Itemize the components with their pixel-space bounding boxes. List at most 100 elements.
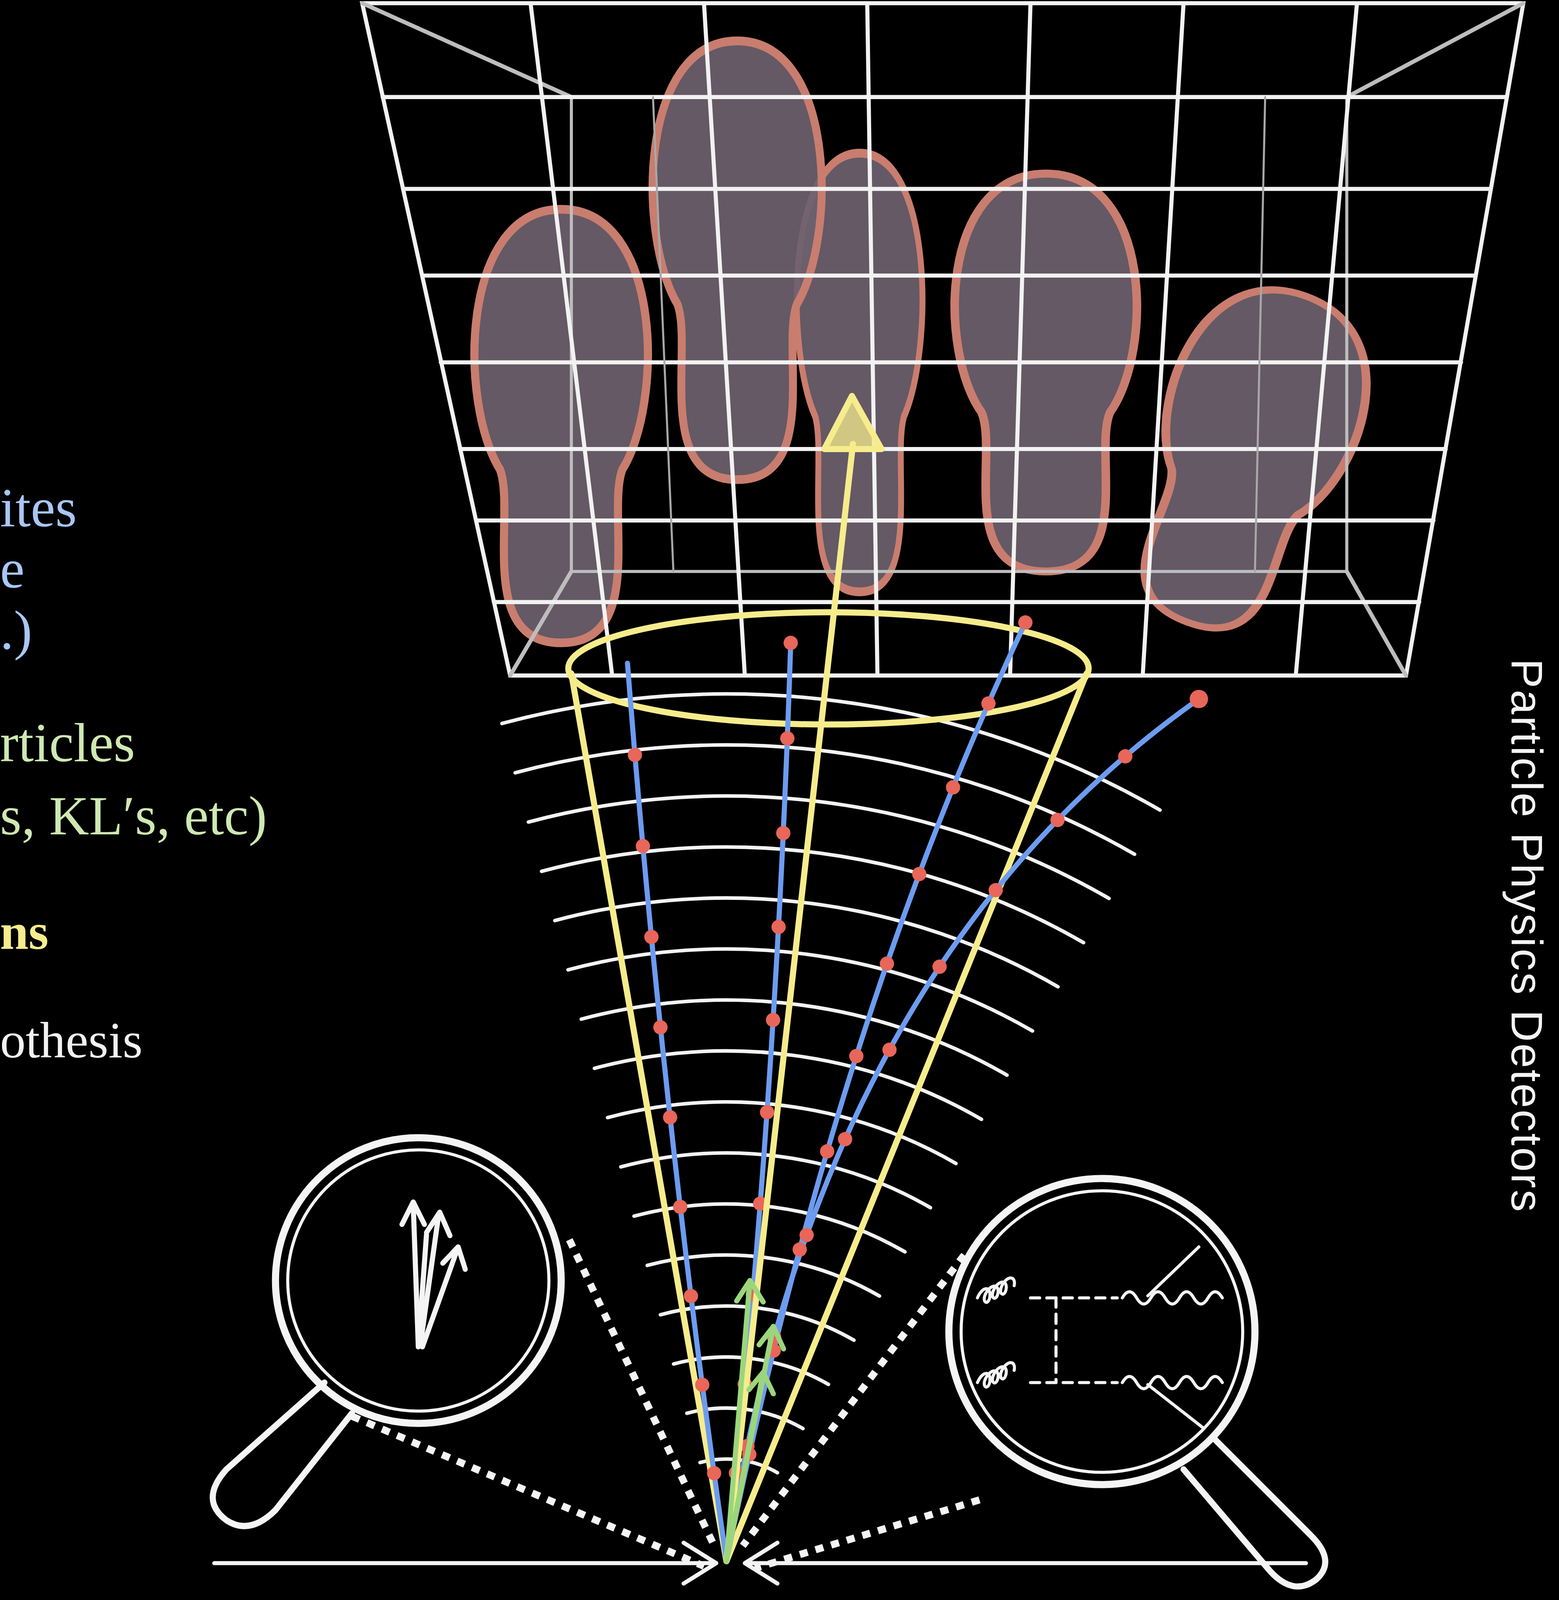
left-magnifier-part <box>212 1382 353 1526</box>
partial-label: ns <box>0 902 49 962</box>
track-hits-part <box>683 1288 699 1304</box>
beam-arrows <box>214 1542 1307 1584</box>
calorimeter-grid-part <box>1346 3 1524 98</box>
calorimeter-grid <box>362 3 1524 676</box>
left-magnifier-part <box>401 1202 466 1347</box>
calorimeter-grid-part <box>704 3 745 676</box>
partial-label: .) <box>0 598 33 662</box>
right-magnifier-part-part <box>1030 1380 1118 1385</box>
right-magnifier-part-part <box>977 1362 1015 1388</box>
calorimeter-grid-part <box>510 571 572 676</box>
right-magnifier-part-part <box>1054 1297 1058 1383</box>
track-hits-part <box>775 826 791 841</box>
calorimeter-grid-part <box>530 3 613 676</box>
track-hits-part <box>673 1199 688 1214</box>
calorimeter-deposits-part <box>652 41 822 480</box>
right-magnifier-part <box>948 1178 1255 1485</box>
parton-arrows-part <box>736 1280 763 1302</box>
partial-label: e <box>0 537 25 601</box>
label-holder: rticles <box>0 710 136 775</box>
tracker-layers-part <box>541 847 1084 943</box>
track-hits-part <box>820 1144 835 1159</box>
track-hits-part <box>1050 813 1065 828</box>
tracker-layers-part <box>594 1051 982 1120</box>
label-holder: ns <box>0 902 49 962</box>
calorimeter-grid-part <box>382 95 1507 100</box>
right-magnifier-part-part <box>1122 1291 1223 1304</box>
calorimeter-grid-part <box>362 3 1524 676</box>
calorimeter-grid-part <box>571 97 1347 572</box>
track-hits-part <box>653 1020 668 1035</box>
parton-arrows-part <box>726 1326 774 1561</box>
track-hits-part <box>780 731 795 746</box>
track-hits-part <box>644 929 659 945</box>
parton-arrows-part <box>726 1372 764 1561</box>
jet-axis-arrow-part <box>726 443 853 1561</box>
zoom-lines-part <box>755 1499 980 1569</box>
jet-axis-arrow-part <box>824 396 882 449</box>
label-holder: Particle Physics Detectors <box>1500 658 1552 1214</box>
left-magnifier-part-part <box>442 1247 466 1270</box>
partial-label: rticles <box>0 710 136 775</box>
charged-tracks <box>627 622 1199 1561</box>
label-holder: othesis <box>0 1010 143 1071</box>
parton-arrows-part <box>726 1280 750 1562</box>
parton-arrows-part <box>758 1326 784 1349</box>
track-hits-part <box>663 1110 678 1125</box>
track-hits-part <box>783 635 798 650</box>
right-magnifier-part <box>977 1247 1223 1429</box>
track-hits-part <box>945 780 960 795</box>
left-magnifier-part-part <box>426 1212 450 1236</box>
track-hits-part <box>1118 749 1133 764</box>
zoom-lines-part <box>351 1416 704 1567</box>
track-hits-part <box>799 1228 814 1243</box>
tracker-layers-part <box>607 1102 957 1164</box>
right-magnifier-part-part <box>1030 1296 1118 1300</box>
parton-arrows <box>726 1280 784 1562</box>
calorimeter-deposits-part <box>954 173 1137 572</box>
zoom-lines <box>351 1239 980 1569</box>
left-magnifier-part <box>275 1137 562 1424</box>
beam-arrows-part <box>744 1542 778 1584</box>
label-holder: e <box>0 537 25 601</box>
calorimeter-grid-part <box>1142 3 1184 676</box>
track-hits-part <box>981 696 996 711</box>
track-hits-part <box>848 1048 864 1064</box>
zoom-lines-part <box>742 1254 965 1546</box>
label-holder: s, KL′s, etc) <box>0 783 267 848</box>
tracker-layers-part <box>528 796 1109 899</box>
calorimeter-deposits-part <box>1097 263 1396 656</box>
label-holder: ites <box>0 475 77 540</box>
track-hits-part <box>988 882 1003 898</box>
right-magnifier-part-part <box>977 1277 1015 1303</box>
parton-arrows-part <box>748 1372 774 1394</box>
right-magnifier-part <box>961 1190 1243 1473</box>
jet-cone-part <box>571 673 727 1562</box>
right-magnifier-part-part <box>1147 1247 1199 1297</box>
partial-label: ites <box>0 475 77 540</box>
track-hits <box>627 615 1208 1481</box>
track-hits-part <box>1189 689 1209 709</box>
left-magnifier-part-part <box>418 1234 427 1347</box>
right-magnifier-part <box>1183 1438 1326 1587</box>
track-hits-part <box>882 1042 897 1057</box>
charged-tracks-part <box>726 698 1199 1561</box>
tracker-layers-part <box>581 1000 1007 1076</box>
track-hits-part <box>837 1132 853 1147</box>
calorimeter-grid-part <box>1295 3 1357 676</box>
track-hits-part <box>706 1466 722 1481</box>
track-hits-part <box>635 839 650 854</box>
track-hits-part <box>879 956 895 971</box>
calorimeter-grid-part <box>460 447 1446 451</box>
beam-arrows-part <box>683 1542 717 1584</box>
track-hits-part <box>766 1012 781 1028</box>
calorimeter-grid-part <box>422 273 1476 278</box>
calorimeter-grid-part <box>440 360 1462 365</box>
right-magnifier <box>948 1178 1326 1587</box>
track-hits-part <box>694 1377 710 1392</box>
calorimeter-grid-part <box>653 97 674 572</box>
zoom-lines-part <box>569 1239 715 1546</box>
calorimeter-grid-part <box>1346 571 1407 676</box>
tracker-layers-part <box>554 897 1058 987</box>
charged-tracks-part <box>627 663 727 1562</box>
